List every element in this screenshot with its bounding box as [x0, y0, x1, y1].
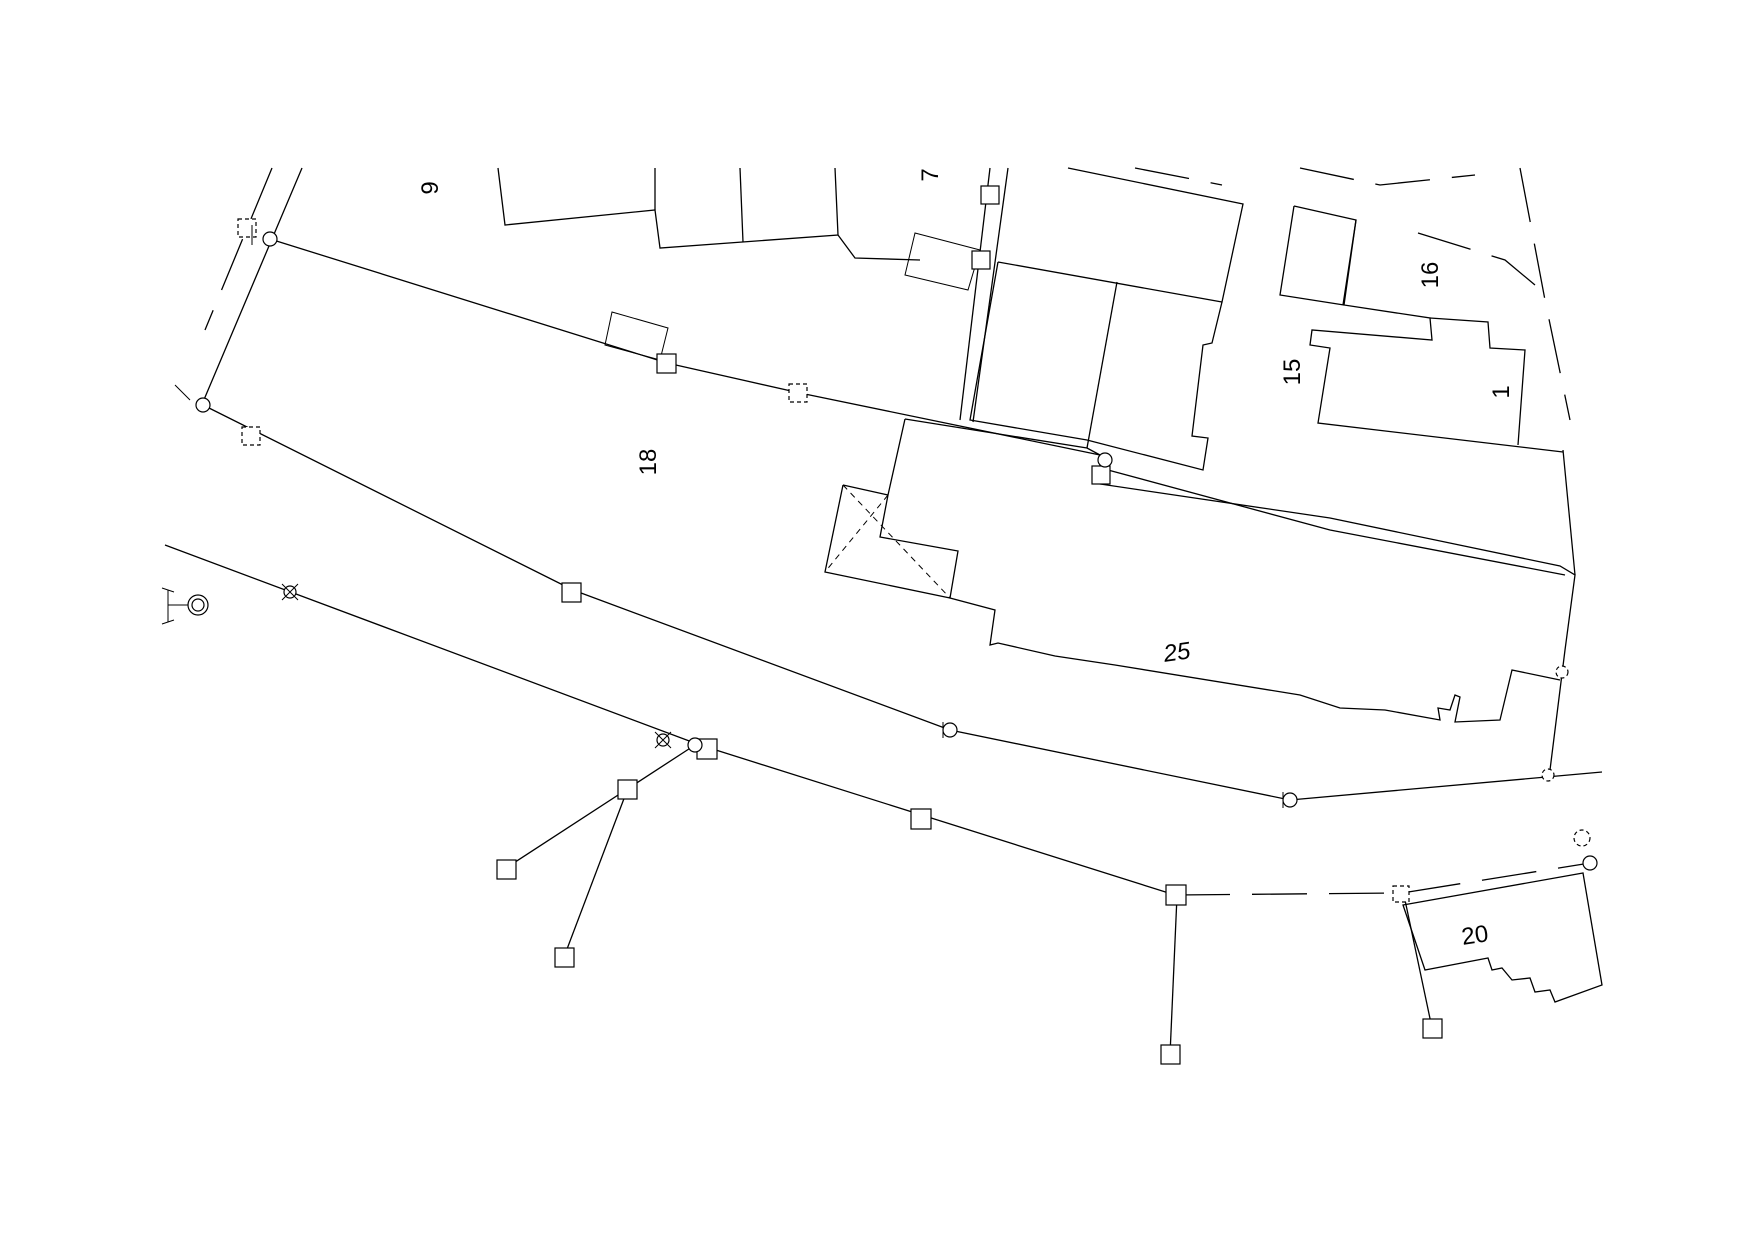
property-line [1417, 232, 1536, 286]
line-north [269, 238, 1101, 456]
manhole-square-dashed [788, 383, 808, 403]
wall [1279, 205, 1345, 306]
line-south [164, 544, 1176, 896]
property-line [1519, 167, 1571, 421]
road-edges [202, 167, 303, 403]
hydrant-circle-inner [191, 598, 205, 612]
manhole-square [656, 353, 677, 374]
branch-1 [505, 744, 696, 869]
marker-dashed [1555, 665, 1569, 679]
branch-2 [563, 787, 629, 958]
road-line [972, 167, 1009, 423]
wall [904, 418, 1101, 456]
hydrant-tick [161, 587, 188, 625]
valve-circle [687, 737, 703, 753]
parcel-label-7: 7 [917, 168, 944, 181]
network-lines [164, 238, 1603, 1056]
wall [739, 167, 744, 243]
annex-cross [824, 484, 951, 599]
valve-circle [1282, 792, 1298, 808]
wall [1086, 281, 1118, 449]
parcel-label-18: 18 [635, 449, 662, 476]
manhole-square-dashed [237, 218, 257, 238]
line-east-inner [1107, 469, 1566, 576]
wall [1342, 219, 1357, 306]
building-outline [879, 418, 1561, 723]
wall [837, 234, 921, 261]
marker-dashed [1573, 829, 1591, 847]
parcel-label-16: 16 [1417, 262, 1444, 289]
manhole-square [1422, 1018, 1443, 1039]
valve-circle [1582, 855, 1598, 871]
valve-circles [161, 225, 1598, 871]
small-structure [904, 232, 981, 291]
building-outline [1402, 872, 1603, 1003]
marker-dashed [1541, 768, 1555, 782]
parcel-label-9: 9 [417, 181, 444, 194]
road-edge [202, 167, 303, 403]
building-25 [604, 311, 1561, 723]
parcel-labels: 9 7 16 15 1 18 25 20 [417, 168, 1515, 950]
branch-3 [1169, 895, 1178, 1056]
manhole-square [971, 250, 991, 270]
manhole-square [1160, 1044, 1181, 1065]
manhole-square [1165, 884, 1187, 906]
manhole-squares [237, 185, 1443, 1065]
building-block [1293, 205, 1564, 453]
valve-ticks [942, 722, 1284, 808]
manhole-square-dashed [241, 426, 261, 446]
valve-circle [1097, 452, 1113, 468]
line-south-dashed [1174, 862, 1591, 896]
wall [1429, 317, 1526, 446]
valve-circle [942, 722, 958, 738]
road-edge-dashed [204, 167, 273, 331]
line-east [1099, 455, 1576, 771]
valve-circle [195, 397, 211, 413]
parcel-label-25: 25 [1161, 637, 1193, 668]
manhole-square [617, 779, 638, 800]
manhole-square [561, 582, 582, 603]
annex [824, 484, 951, 599]
manhole-square [980, 185, 1000, 205]
valve-circle [262, 231, 278, 247]
manhole-square [1091, 465, 1111, 485]
manhole-square [554, 947, 575, 968]
line-middle [202, 404, 1603, 801]
building-block [997, 167, 1244, 303]
property-line [1134, 167, 1223, 186]
parcel-label-15: 15 [1279, 359, 1306, 386]
building-block [969, 261, 1223, 471]
building-20 [1402, 872, 1603, 1003]
branch-4 [1404, 899, 1433, 1029]
buildings-north [497, 167, 1576, 576]
valve-ticks [174, 225, 253, 401]
manhole-square-dashed [1392, 885, 1410, 903]
parcel-label-1: 1 [1488, 385, 1515, 398]
property-line [1299, 167, 1476, 186]
manhole-square [910, 808, 932, 830]
parcel-label-20: 20 [1460, 920, 1490, 950]
building-row-a [497, 167, 839, 249]
road-line [959, 167, 991, 421]
lamp-cross [654, 731, 672, 749]
property-line [1562, 449, 1576, 576]
lamp-cross [281, 583, 299, 601]
manhole-square [496, 859, 517, 880]
